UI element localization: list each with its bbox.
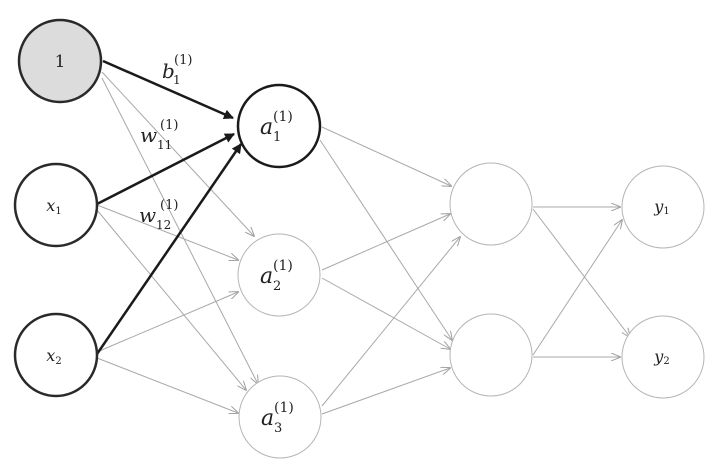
svg-text:(1): (1) [160, 198, 178, 213]
node-a1 [236, 83, 322, 169]
svg-text:w: w [139, 203, 156, 227]
label-a3: a 3 (1) [261, 400, 294, 436]
edge-x2-a3 [96, 357, 238, 413]
svg-text:(1): (1) [273, 258, 293, 274]
node-bias [17, 18, 103, 104]
label-y1: y1 [653, 197, 669, 217]
edge-label-b1: b 1 (1) [162, 53, 192, 87]
edge-bias-a1 [102, 59, 234, 120]
node-y1 [621, 165, 705, 249]
edge-x2-a1 [95, 143, 243, 355]
node-h2 [449, 313, 533, 397]
edge-a2-h1 [321, 214, 450, 271]
svg-text:(1): (1) [174, 53, 192, 68]
svg-text:3: 3 [274, 421, 282, 436]
svg-text:(1): (1) [160, 118, 178, 133]
output-layer [621, 165, 705, 399]
input-layer [13, 18, 103, 398]
edge-x2-a2 [96, 292, 238, 353]
svg-text:a: a [260, 264, 273, 289]
edge-h2-y1 [532, 220, 622, 356]
svg-text:w: w [140, 123, 157, 147]
node-h1 [449, 162, 533, 246]
node-labels: 1 x1 x2 a 1 (1) a 2 (1) a 3 (1) y1 y2 [46, 52, 669, 436]
svg-text:(1): (1) [273, 109, 293, 125]
node-y2 [621, 315, 705, 399]
hidden-layer-2 [449, 162, 533, 397]
edge-a1-h1 [321, 126, 451, 186]
node-a2 [237, 233, 321, 317]
label-a2: a 2 (1) [260, 258, 293, 294]
highlighted-edges [95, 59, 243, 355]
svg-text:1: 1 [273, 130, 281, 145]
edge-x1-a3 [96, 209, 246, 390]
label-x1: x1 [46, 196, 61, 217]
edge-a1-h2 [319, 139, 452, 340]
svg-text:(1): (1) [274, 400, 294, 416]
node-x2 [13, 312, 99, 398]
svg-text:b: b [162, 59, 175, 83]
label-bias: 1 [55, 52, 66, 72]
svg-text:a: a [260, 115, 273, 140]
label-y2: y2 [653, 347, 669, 367]
svg-text:a: a [261, 406, 274, 431]
edge-bias-a2 [101, 71, 254, 236]
hidden-layer-1 [236, 83, 322, 459]
edge-labels: b 1 (1) w 11 (1) w 12 (1) [139, 53, 192, 232]
svg-text:2: 2 [273, 279, 281, 294]
light-edges [96, 71, 630, 415]
label-x2: x2 [46, 346, 61, 367]
svg-text:12: 12 [156, 218, 171, 232]
node-a3 [238, 375, 322, 459]
edge-label-w12: w 12 (1) [139, 198, 178, 232]
svg-text:11: 11 [157, 138, 172, 152]
edge-h1-y2 [532, 208, 630, 337]
edge-a3-h2 [321, 368, 450, 415]
node-x1 [13, 162, 99, 248]
label-a1: a 1 (1) [260, 109, 293, 145]
edge-a3-h1 [321, 237, 460, 407]
svg-text:1: 1 [173, 73, 181, 87]
edge-x1-a1 [96, 132, 235, 206]
edge-label-w11: w 11 (1) [140, 118, 178, 152]
edge-a2-h2 [321, 277, 450, 349]
edge-x1-a2 [96, 204, 238, 260]
